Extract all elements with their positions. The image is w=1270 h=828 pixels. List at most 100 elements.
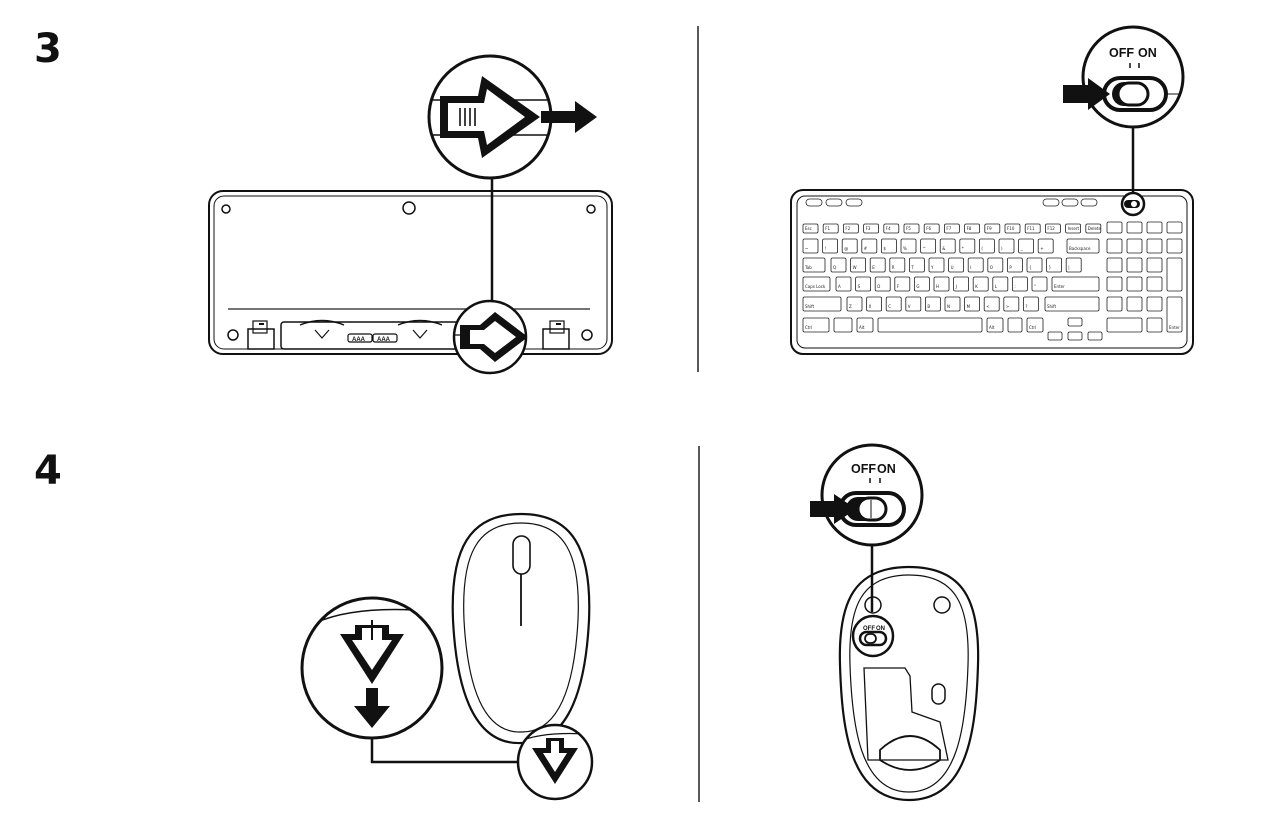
numpad-key [1106, 257, 1123, 273]
keyboard-key-label: R [892, 265, 895, 270]
number-key [939, 238, 956, 254]
keyboard-key-label: F11 [1027, 226, 1035, 231]
keyboard-key-label: N [947, 304, 950, 309]
keyboard-key-label: # [864, 246, 868, 251]
keyboard-key-label: ! [825, 246, 827, 251]
keyboard-key-label: Y [930, 265, 934, 270]
fn-key [863, 223, 879, 234]
shift-key-right [1044, 296, 1100, 312]
keyboard-key-label: O [990, 265, 993, 270]
keyboard-key-label: > [1006, 304, 1009, 309]
keyboard-key-label: Shift [805, 304, 815, 309]
letter-key [869, 257, 886, 273]
letter-key [1012, 276, 1028, 292]
keyboard-switch-on-label: ON [1138, 46, 1157, 60]
keyboard-key-label: | [1068, 265, 1069, 270]
letter-key [925, 296, 941, 312]
number-key [1037, 238, 1054, 254]
fn-key [1004, 223, 1021, 234]
number-key [841, 238, 858, 254]
numpad-function-key [1146, 221, 1163, 234]
cover-down-arrow [354, 688, 390, 728]
keyboard-underside: AAA AAA [208, 190, 613, 355]
ctrl-key-left [802, 317, 830, 333]
letter-key [855, 276, 871, 292]
alt-key-left [856, 317, 874, 333]
fn-key [1065, 223, 1081, 234]
keyboard-key-label: Insert [1068, 226, 1080, 231]
mouse-switch-on-label: ON [877, 462, 896, 476]
ctrl-key-right [1026, 317, 1044, 333]
keyboard-key-label: F2 [845, 226, 850, 231]
numpad-key [1106, 238, 1123, 254]
number-key [979, 238, 995, 254]
keyboard-key-label: W [853, 265, 857, 270]
mouse-underside-on-label: ON [876, 626, 885, 632]
keyboard-key-label: _ [1020, 246, 1024, 251]
letter-key [1031, 276, 1048, 292]
keyboard-key-label: ) [1001, 246, 1003, 251]
keyboard-switch-off-label: OFF [1109, 46, 1134, 60]
fn-key [944, 223, 960, 234]
letter-key [894, 276, 911, 292]
fn-key [802, 223, 819, 234]
letter-key [928, 257, 945, 273]
keyboard-key-label: < [986, 304, 989, 309]
keyboard-key-label: Z [849, 304, 852, 309]
keyboard-key-label: Ctrl [805, 325, 812, 330]
letter-key [830, 257, 847, 273]
backspace-key [1066, 238, 1100, 254]
number-key [900, 238, 917, 254]
mouse-cover-tab-callout [516, 723, 594, 801]
numpad-key [1106, 296, 1123, 312]
arrow-left-key [1047, 331, 1063, 341]
keyboard-key-label: C [888, 304, 891, 309]
numpad-key [1146, 296, 1163, 312]
keyboard-key-label: Caps Lock [805, 284, 826, 289]
keyboard-key-label: Delete [1088, 226, 1102, 231]
push-arrow-keyboard [1063, 78, 1110, 110]
keyboard-key-label: X [869, 304, 872, 309]
keyboard-key-label: Shift [1047, 304, 1057, 309]
mouse-switch-off-label: OFF [851, 462, 876, 476]
letter-key [866, 296, 882, 312]
keyboard-key-label: : [1014, 284, 1015, 289]
numpad-enter-key [1166, 296, 1183, 333]
letter-key [835, 276, 852, 292]
keyboard-key-label: V [908, 304, 911, 309]
numpad-key [1106, 276, 1123, 292]
letter-key [944, 296, 961, 312]
arrow-right-key [1087, 331, 1103, 341]
number-key [998, 238, 1015, 254]
arrow-down-key [1067, 331, 1083, 341]
letter-key [1007, 257, 1023, 273]
number-key [822, 238, 838, 254]
letter-key [905, 296, 922, 312]
fn-key [984, 223, 1001, 234]
keyboard-key-label: S [858, 284, 861, 289]
keyboard-key-label: ? [1025, 304, 1027, 309]
windows-key [833, 317, 853, 333]
keyboard-key-label: F10 [1007, 226, 1015, 231]
letter-key [964, 296, 980, 312]
letter-key [953, 276, 969, 292]
letter-key [1023, 296, 1039, 312]
battery-label-1: AAA [352, 337, 366, 343]
letter-key [933, 276, 950, 292]
fn-key [883, 223, 900, 234]
numpad-key [1146, 276, 1163, 292]
keyboard-key-label: F4 [886, 226, 891, 231]
keyboard-key-label: Tab [804, 265, 812, 270]
step-number-4: 4 [34, 448, 62, 494]
keyboard-key-label: Enter [1169, 325, 1180, 330]
letter-key [846, 296, 863, 312]
numpad-key [1146, 238, 1163, 254]
numpad-key [1146, 317, 1163, 333]
keyboard-key-label: * [962, 246, 964, 251]
letter-key [972, 276, 989, 292]
letter-key [1046, 257, 1062, 273]
keyboard-key-label: Q [833, 265, 836, 270]
letter-key [983, 296, 1000, 312]
fn-key [964, 223, 980, 234]
fn-key [903, 223, 920, 234]
